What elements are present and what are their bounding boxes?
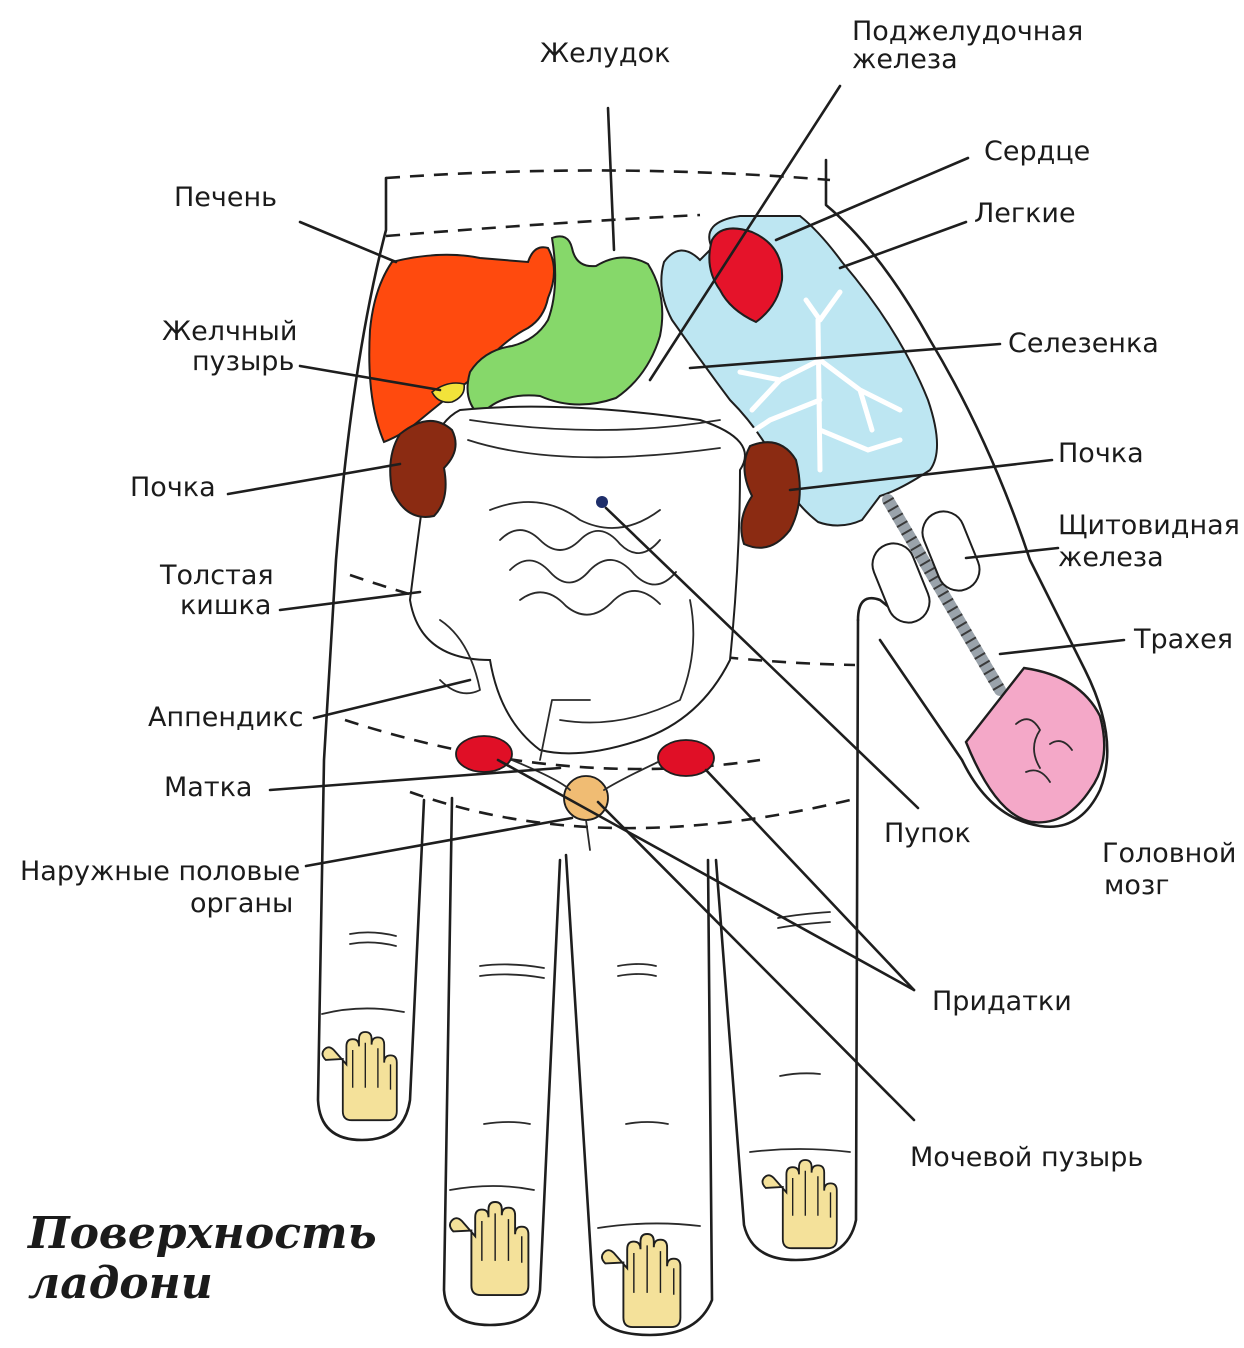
genitals-point [564,776,608,820]
label-pochka-right: Почка [1058,438,1144,469]
label-pochka-left: Почка [130,472,216,503]
brain [966,668,1104,822]
intestines [410,407,745,760]
label-zheludok: Желудок [540,38,670,69]
appendage-left [456,736,512,772]
label-appendiks: Аппендикс [148,702,303,733]
hand-icon [762,1160,836,1248]
label-zhelchny-2: пузырь [192,346,294,377]
hand-icon [450,1202,528,1295]
label-serdce: Сердце [984,136,1090,167]
label-traheya: Трахея [1133,624,1233,655]
label-matka: Матка [164,772,252,803]
caption: Поверхность ладони [26,1208,377,1309]
label-golovnoy-2: мозг [1104,870,1169,901]
label-podzhel-1: Поджелудочная [852,16,1083,47]
label-tolstaya-2: кишка [180,590,271,621]
label-naruzh-2: органы [190,888,293,919]
label-naruzh-1: Наружные половые [20,856,300,887]
label-shchit-2: железа [1058,542,1164,573]
caption-line-1: Поверхность [26,1208,377,1259]
label-pechen: Печень [174,182,277,213]
hand-icon [602,1234,680,1327]
label-mochevoy: Мочевой пузырь [910,1142,1143,1173]
caption-line-2: ладони [28,1258,213,1309]
label-selezenka: Селезенка [1008,328,1159,359]
label-golovnoy-1: Головной [1102,838,1236,869]
label-pridatki: Придатки [932,986,1072,1017]
navel-point [596,496,608,508]
hand-icon [322,1032,396,1120]
label-tolstaya-1: Толстая [159,560,274,591]
label-shchit-1: Щитовидная [1058,510,1240,541]
kidney-right [741,442,800,548]
label-pupok: Пупок [884,818,971,849]
label-zhelchny-1: Желчный [162,316,297,347]
label-podzhel-2: железа [852,44,958,75]
label-legkie: Легкие [974,198,1076,229]
